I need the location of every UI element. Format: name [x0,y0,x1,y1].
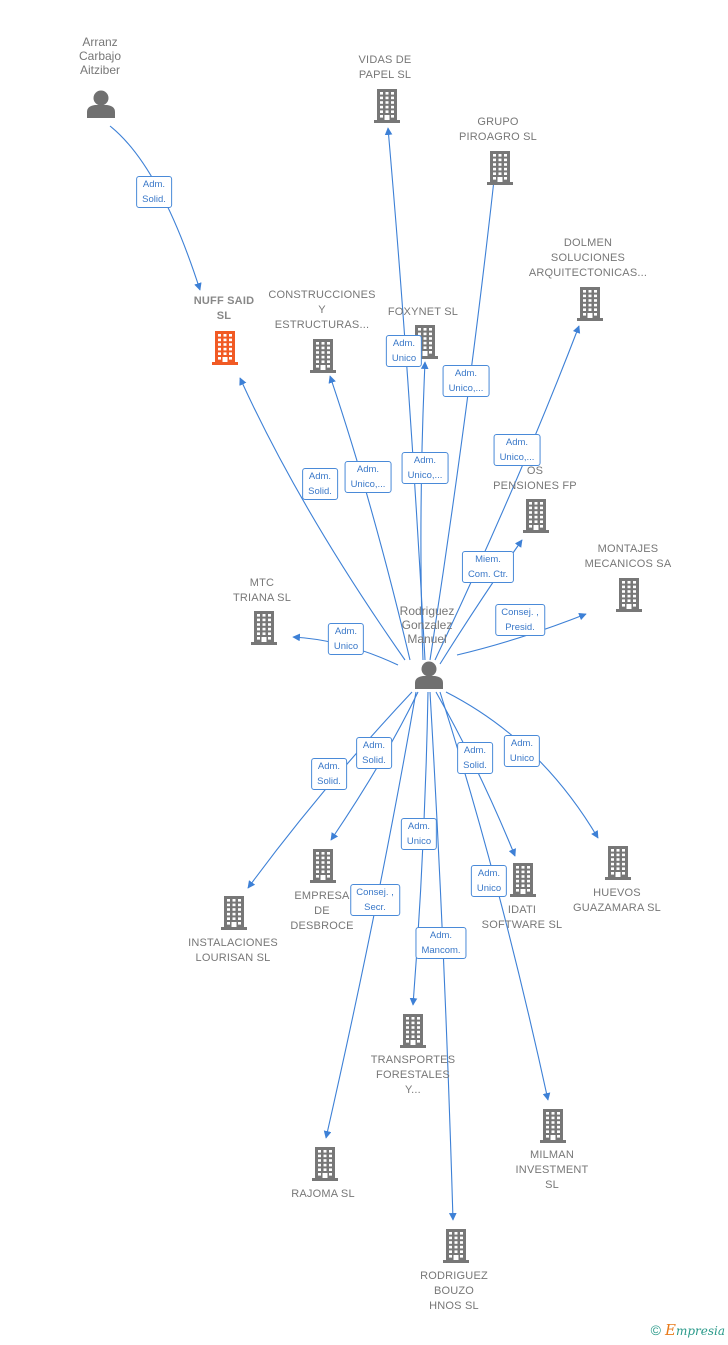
node-label-huevos[interactable]: HUEVOS GUAZAMARA SL [573,887,661,914]
person-icon[interactable] [415,661,443,690]
building-icon[interactable] [540,1109,566,1143]
brand-logo-text: mpresia [675,1324,725,1338]
edge-label-rodriguez-to-idati[interactable]: Adm. Solid. [457,742,493,774]
node-label-dolmen[interactable]: DOLMEN SOLUCIONES ARQUITECTONICAS... [528,237,648,279]
brand-logo-initial: E [664,1321,676,1339]
edge-label-rodriguez-to-dolmen[interactable]: Adm. Unico,... [493,434,541,466]
node-label-rajoma[interactable]: RAJOMA SL [291,1188,355,1200]
edge-label-rodriguez-to-milman[interactable]: Adm. Unico [470,865,508,897]
copyright-icon: © [650,1322,661,1338]
edge-rodriguez-to-montajes [456,612,587,656]
edge-rodriguez-to-instalaciones [247,691,413,889]
edge-label-rodriguez-to-vidas[interactable]: Adm. Unico,... [401,452,449,484]
building-icon[interactable] [221,896,247,930]
edge-label-rodriguez-to-foxynet[interactable]: Adm. Unico [385,335,423,367]
edge-label-arranz-to-nuff[interactable]: Adm. Solid. [136,176,172,208]
building-icon[interactable] [400,1014,426,1048]
edge-arranz-to-nuff [109,125,202,291]
building-icon[interactable] [310,339,336,373]
edge-label-rodriguez-to-mtc[interactable]: Adm. Unico [327,623,365,655]
building-icon[interactable] [374,89,400,123]
building-icon[interactable] [310,849,336,883]
node-label-montajes[interactable]: MONTAJES MECANICOS SA [584,543,672,570]
edge-label-rodriguez-to-rajoma[interactable]: Consej. , Secr. [350,884,400,916]
edge-label-rodriguez-to-montajes[interactable]: Consej. , Presid. [495,604,545,636]
node-label-construcciones[interactable]: CONSTRUCCIONES Y ESTRUCTURAS... [268,289,376,331]
edge-rodriguez-to-grupo [429,161,500,661]
building-icon[interactable] [510,863,536,897]
edge-rodriguez-to-foxynet [420,361,429,661]
node-label-nuff[interactable]: NUFF SAID SL [193,295,255,322]
node-label-bouzo[interactable]: RODRIGUEZ BOUZO HNOS SL [420,1270,488,1312]
building-icon[interactable] [212,331,238,365]
edge-label-rodriguez-to-transportes[interactable]: Adm. Unico [400,818,438,850]
edge-label-rodriguez-to-empresa[interactable]: Adm. Solid. [356,737,392,769]
edge-label-rodriguez-to-grupo[interactable]: Adm. Unico,... [442,365,490,397]
node-label-grupo[interactable]: GRUPO PIROAGRO SL [459,116,537,143]
node-label-pensiones[interactable]: OS PENSIONES FP [493,465,577,492]
node-label-transportes[interactable]: TRANSPORTES FORESTALES Y... [370,1054,456,1096]
edge-rodriguez-to-vidas [384,127,426,661]
edge-label-rodriguez-to-construcciones[interactable]: Adm. Unico,... [344,461,392,493]
brand-footer: ©Empresia [651,1321,725,1339]
person-icon[interactable] [87,90,115,119]
building-icon[interactable] [487,151,513,185]
building-icon[interactable] [523,499,549,533]
building-icon[interactable] [605,846,631,880]
edge-rodriguez-to-dolmen [434,325,581,661]
node-label-mtc[interactable]: MTC TRIANA SL [232,577,292,604]
edge-rodriguez-to-nuff [239,377,406,661]
building-icon[interactable] [443,1229,469,1263]
node-label-idati[interactable]: IDATI SOFTWARE SL [481,904,563,931]
building-icon[interactable] [312,1147,338,1181]
building-icon[interactable] [577,287,603,321]
node-label-empresa[interactable]: EMPRESA DE DESBROCE [290,890,354,932]
edge-label-rodriguez-to-huevos[interactable]: Adm. Unico [503,735,541,767]
node-label-arranz[interactable]: Arranz Carbajo Aitziber [78,35,122,77]
node-label-rodriguez[interactable]: Rodriguez Gonzalez Manuel [399,604,455,646]
node-label-milman[interactable]: MILMAN INVESTMENT SL [515,1149,589,1191]
node-label-vidas[interactable]: VIDAS DE PAPEL SL [358,54,412,81]
edge-label-rodriguez-to-instalaciones[interactable]: Adm. Solid. [311,758,347,790]
node-label-foxynet[interactable]: FOXYNET SL [387,306,459,318]
edge-label-rodriguez-to-nuff[interactable]: Adm. Solid. [302,468,338,500]
node-label-instalaciones[interactable]: INSTALACIONES LOURISAN SL [188,937,278,964]
edge-label-rodriguez-to-pensiones[interactable]: Miem. Com. Ctr. [461,551,515,583]
edge-label-rodriguez-to-bouzo[interactable]: Adm. Mancom. [415,927,467,959]
building-icon[interactable] [616,578,642,612]
edge-rodriguez-to-construcciones [328,375,411,661]
building-icon[interactable] [251,611,277,645]
